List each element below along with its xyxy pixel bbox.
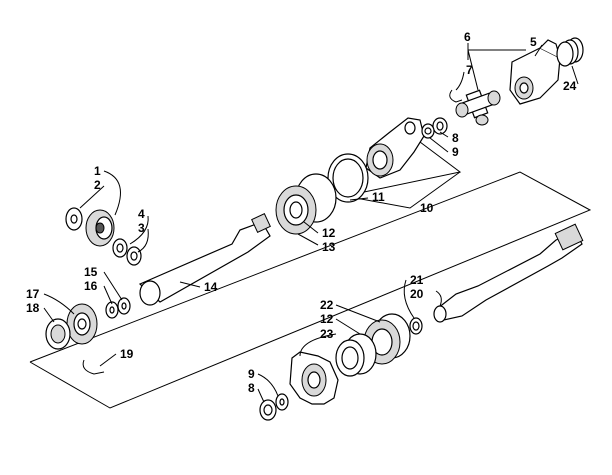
- callout-8-lower: 8: [248, 381, 255, 395]
- seal-part-23: [335, 333, 377, 377]
- bevel-gear-part-2: [85, 209, 115, 247]
- nut-part-8b: [259, 399, 277, 421]
- washer-part-4: [112, 238, 128, 258]
- bearing-part-12-13: [275, 173, 337, 235]
- leader-lines: [43, 43, 579, 403]
- callout-13: 13: [322, 240, 336, 254]
- u-joint-part-6: [455, 89, 501, 126]
- gear-part-17: [66, 303, 98, 345]
- callout-1: 1: [94, 164, 101, 178]
- callout-18: 18: [26, 301, 40, 315]
- callout-8-upper: 8: [452, 131, 459, 145]
- bearing-part-18: [45, 318, 71, 350]
- callout-7: 7: [466, 63, 473, 77]
- callout-15: 15: [84, 265, 98, 279]
- callout-12-lower: 12: [320, 312, 334, 326]
- hub-flange: [289, 351, 339, 405]
- callout-5: 5: [530, 35, 537, 49]
- callout-20: 20: [410, 287, 424, 301]
- group-outline-lower: [29, 171, 592, 409]
- shaft-part-14: [138, 213, 271, 306]
- shaft-part-20: [433, 223, 584, 323]
- callout-9-lower: 9: [248, 367, 255, 381]
- ring-part-24: [556, 37, 584, 67]
- callout-6: 6: [464, 30, 471, 44]
- yoke-part-10: [365, 117, 425, 179]
- callout-3: 3: [138, 221, 145, 235]
- callout-17: 17: [26, 287, 40, 301]
- washer-part-9b: [275, 393, 289, 411]
- seal-part-11: [327, 153, 369, 203]
- clip-part-19: [82, 359, 105, 375]
- spacer-part-15: [117, 297, 131, 315]
- callout-14: 14: [204, 280, 218, 294]
- callout-10: 10: [420, 201, 434, 215]
- callout-23: 23: [320, 327, 334, 341]
- washer-part-8a: [432, 117, 448, 135]
- washer-part-16: [105, 301, 119, 319]
- callout-4: 4: [138, 207, 145, 221]
- callout-2: 2: [94, 178, 101, 192]
- washer-part-9a: [421, 123, 435, 139]
- nut-part-3: [126, 246, 142, 266]
- callout-11: 11: [372, 190, 385, 204]
- group-bracket-10: [344, 171, 461, 209]
- callout-16: 16: [84, 279, 98, 293]
- callout-9-upper: 9: [452, 145, 459, 159]
- seal-ring-part-21: [409, 317, 423, 335]
- callout-24: 24: [563, 79, 577, 93]
- callout-12-upper: 12: [322, 226, 336, 240]
- callout-22: 22: [320, 298, 334, 312]
- washer-part-1: [65, 207, 83, 231]
- callout-labels: 1 2 3 4 5 6 7 8 9 10 11 12 13 14 15 16 1…: [26, 30, 577, 395]
- callout-19: 19: [120, 347, 134, 361]
- clip-part-7: [449, 89, 463, 103]
- callout-21: 21: [410, 273, 424, 287]
